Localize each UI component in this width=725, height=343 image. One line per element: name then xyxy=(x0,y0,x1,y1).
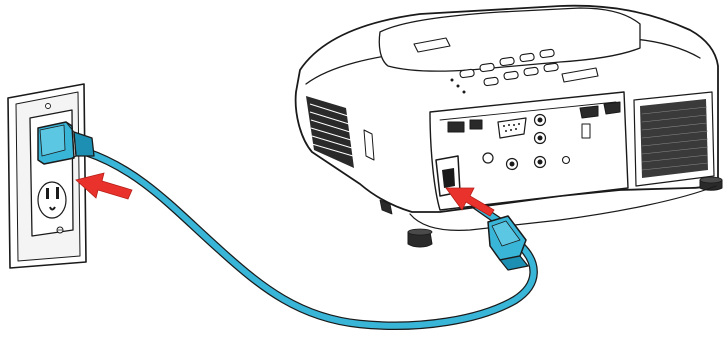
projector-feet xyxy=(379,176,723,248)
speaker-grille xyxy=(633,91,715,187)
control-buttons xyxy=(450,48,599,94)
power-plug-icon xyxy=(487,215,529,271)
power-inlet-icon xyxy=(435,155,461,197)
arrow-icon xyxy=(445,187,495,217)
rear-ports xyxy=(447,101,621,171)
side-vent xyxy=(306,96,354,168)
arrow-icon xyxy=(75,172,133,200)
wall-outlet-icon xyxy=(7,83,87,269)
power-plug-icon xyxy=(37,121,95,165)
projector-icon xyxy=(294,4,723,248)
